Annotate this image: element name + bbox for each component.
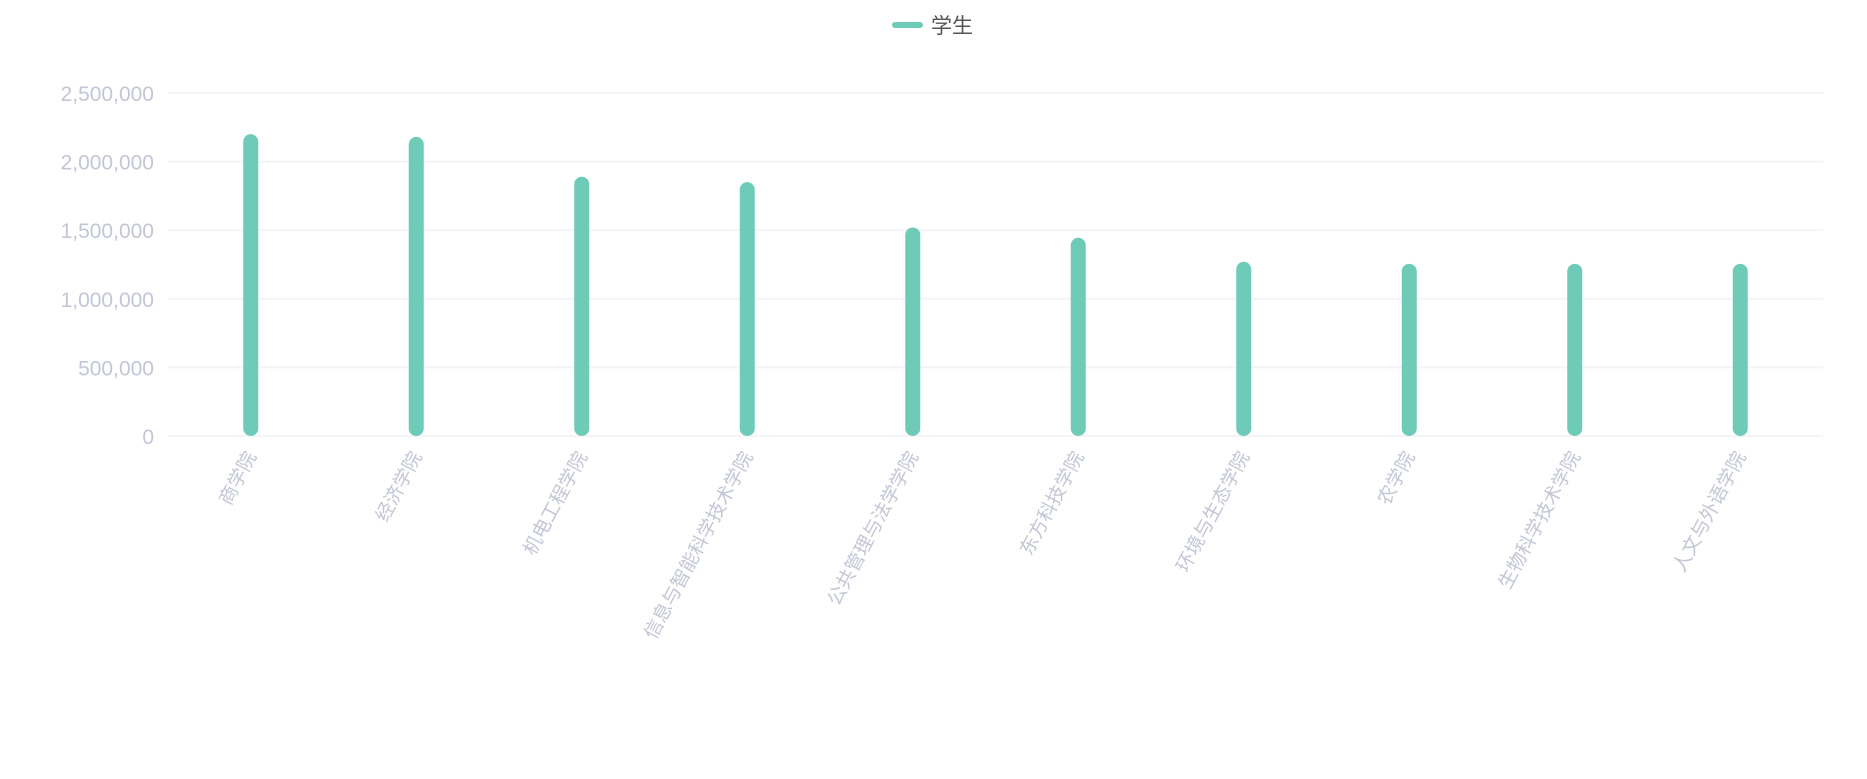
x-tick-label: 环境与生态学院: [1172, 448, 1254, 576]
legend-label: 学生: [931, 14, 973, 38]
bar: [574, 176, 590, 436]
bar: [1401, 263, 1417, 436]
x-tick-label: 商学院: [215, 448, 261, 509]
bar: [1567, 263, 1583, 436]
bar: [243, 134, 259, 436]
x-tick-label: 农学院: [1373, 448, 1419, 509]
bar: [905, 227, 921, 436]
y-tick-label: 0: [142, 426, 154, 449]
x-tick-label: 公共管理与法学学院: [823, 448, 923, 609]
x-tick-label: 东方科技学院: [1016, 448, 1089, 559]
x-tick-label: 经济学院: [372, 448, 427, 525]
y-tick-label: 1,500,000: [61, 220, 154, 243]
bar: [1236, 261, 1252, 436]
bar: [408, 136, 424, 437]
y-tick-label: 1,000,000: [61, 289, 154, 312]
x-tick-label: 信息与智能科学技术学院: [640, 448, 758, 643]
chart-legend[interactable]: 学生: [892, 10, 973, 40]
x-tick-label: 人文与外语学院: [1669, 448, 1751, 576]
x-tick-label: 生物科学技术学院: [1494, 448, 1585, 593]
bar: [1070, 237, 1086, 436]
y-tick-label: 500,000: [78, 357, 154, 380]
y-tick-label: 2,500,000: [61, 83, 154, 106]
legend-swatch: [892, 22, 923, 28]
y-tick-label: 2,000,000: [61, 152, 154, 175]
x-tick-label: 机电工程学院: [519, 448, 592, 559]
bar: [1732, 263, 1748, 436]
bar: [739, 182, 755, 436]
